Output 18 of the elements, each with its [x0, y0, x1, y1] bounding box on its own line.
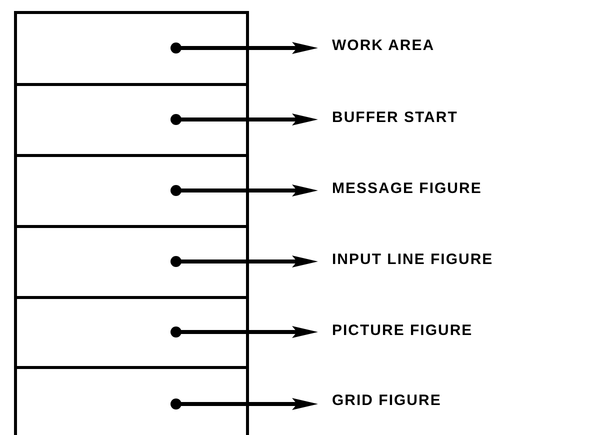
pointer-arrow — [170, 398, 318, 410]
pointer-arrow — [170, 256, 318, 268]
memory-cell — [14, 296, 249, 366]
pointer-label: PICTURE FIGURE — [332, 322, 473, 340]
pointer-label: MESSAGE FIGURE — [332, 180, 482, 198]
pointer-label: WORK AREA — [332, 37, 435, 55]
pointer-label: INPUT LINE FIGURE — [332, 251, 494, 269]
pointer-arrow — [170, 114, 318, 126]
pointer-arrow — [170, 184, 318, 196]
memory-cell — [14, 11, 249, 83]
memory-cell — [14, 154, 249, 225]
memory-cell — [14, 366, 249, 435]
pointer-arrow — [170, 42, 318, 54]
pointer-label: GRID FIGURE — [332, 392, 442, 410]
memory-cell — [14, 225, 249, 296]
pointer-label: BUFFER START — [332, 109, 458, 127]
pointer-arrow — [170, 326, 318, 338]
memory-cell — [14, 83, 249, 154]
